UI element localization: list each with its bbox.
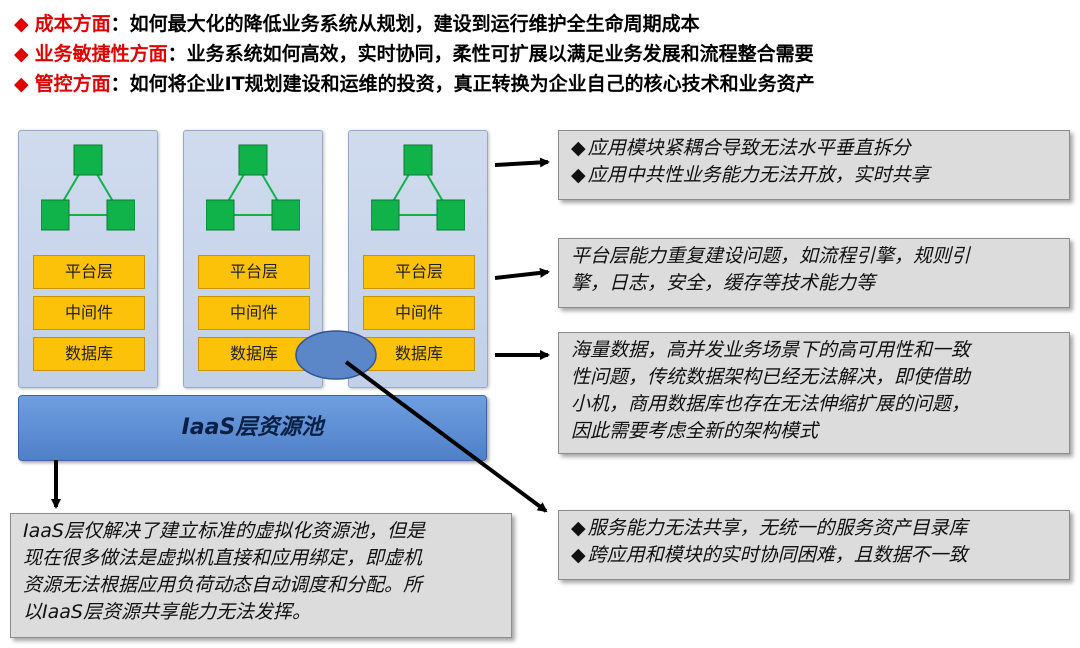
- database-layer: 数据库: [363, 337, 475, 371]
- note-line: 以IaaS层资源共享能力无法发挥。: [23, 601, 311, 623]
- bullet-icon: ◆: [571, 517, 586, 539]
- note-line: 性问题，传统数据架构已经无法解决，即使借助: [571, 366, 971, 388]
- shared-data-ellipse: [295, 330, 377, 380]
- header-text: ：如何将企业IT规划建设和运维的投资，真正转换为企业自己的核心技术和业务资产: [110, 73, 815, 95]
- note-line: 应用模块紧耦合导致无法水平垂直拆分: [587, 137, 911, 159]
- header-line-cost: ◆成本方面：如何最大化的降低业务系统从规划，建设到运行维护全生命周期成本: [14, 10, 700, 38]
- bullet-icon: ◆: [14, 13, 29, 35]
- note-line: 因此需要考虑全新的架构模式: [571, 420, 819, 442]
- app-column-1: 平台层 中间件 数据库: [18, 130, 158, 388]
- header-text: ：如何最大化的降低业务系统从规划，建设到运行维护全生命周期成本: [110, 13, 700, 35]
- note-line: 平台层能力重复建设问题，如流程引擎，规则引: [571, 245, 971, 267]
- bullet-icon: ◆: [14, 43, 29, 65]
- arrow-to-note-1: [494, 157, 550, 168]
- arrow-to-note-2: [494, 267, 550, 280]
- arrow-to-note-4: [344, 360, 548, 513]
- bullet-icon: ◆: [571, 164, 586, 186]
- app-column-3: 平台层 中间件 数据库: [348, 130, 488, 388]
- note-line: 海量数据，高并发业务场景下的高可用性和一致: [571, 339, 971, 361]
- note-mass-data: 海量数据，高并发业务场景下的高可用性和一致 性问题，传统数据架构已经无法解决，即…: [558, 332, 1070, 454]
- middleware-layer: 中间件: [198, 296, 310, 330]
- note-line: 服务能力无法共享，无统一的服务资产目录库: [587, 517, 968, 539]
- bullet-icon: ◆: [571, 137, 586, 159]
- database-layer: 数据库: [33, 337, 145, 371]
- database-layer: 数据库: [198, 337, 310, 371]
- platform-layer: 平台层: [198, 255, 310, 289]
- header-key: 业务敏捷性方面: [34, 43, 168, 65]
- note-platform-duplication: 平台层能力重复建设问题，如流程引擎，规则引 擎，日志，安全，缓存等技术能力等: [558, 238, 1070, 308]
- middleware-layer: 中间件: [363, 296, 475, 330]
- note-line: IaaS层仅解决了建立标准的虚拟化资源池，但是: [23, 520, 425, 542]
- middleware-layer: 中间件: [33, 296, 145, 330]
- note-line: 现在很多做法是虚拟机直接和应用绑定，即虚机: [23, 547, 423, 569]
- module-tree-icon: [371, 144, 465, 231]
- header-key: 成本方面: [34, 13, 111, 35]
- note-line: 擎，日志，安全，缓存等技术能力等: [571, 272, 876, 294]
- note-line: 应用中共性业务能力无法开放，实时共享: [587, 164, 930, 186]
- note-service-sharing: ◆服务能力无法共享，无统一的服务资产目录库 ◆跨应用和模块的实时协同困难，且数据…: [558, 510, 1070, 580]
- note-iaas-limitation: IaaS层仅解决了建立标准的虚拟化资源池，但是 现在很多做法是虚拟机直接和应用绑…: [10, 513, 512, 638]
- platform-layer: 平台层: [363, 255, 475, 289]
- note-line: 资源无法根据应用负荷动态自动调度和分配。所: [23, 574, 423, 596]
- header-line-agility: ◆业务敏捷性方面：业务系统如何高效，实时协同，柔性可扩展以满足业务发展和流程整合…: [14, 40, 814, 68]
- note-line: 跨应用和模块的实时协同困难，且数据不一致: [587, 544, 968, 566]
- header-text: ：业务系统如何高效，实时协同，柔性可扩展以满足业务发展和流程整合需要: [167, 43, 814, 65]
- header-key: 管控方面: [34, 73, 111, 95]
- platform-layer: 平台层: [33, 255, 145, 289]
- bullet-icon: ◆: [571, 544, 586, 566]
- module-tree-icon: [41, 144, 135, 231]
- note-app-coupling: ◆应用模块紧耦合导致无法水平垂直拆分 ◆应用中共性业务能力无法开放，实时共享: [558, 130, 1070, 200]
- header-line-governance: ◆管控方面：如何将企业IT规划建设和运维的投资，真正转换为企业自己的核心技术和业…: [14, 70, 815, 98]
- note-line: 小机，商用数据库也存在无法伸缩扩展的问题，: [571, 393, 971, 415]
- bullet-icon: ◆: [14, 73, 29, 95]
- module-tree-icon: [206, 144, 300, 231]
- iaas-resource-pool: IaaS层资源池: [18, 395, 487, 461]
